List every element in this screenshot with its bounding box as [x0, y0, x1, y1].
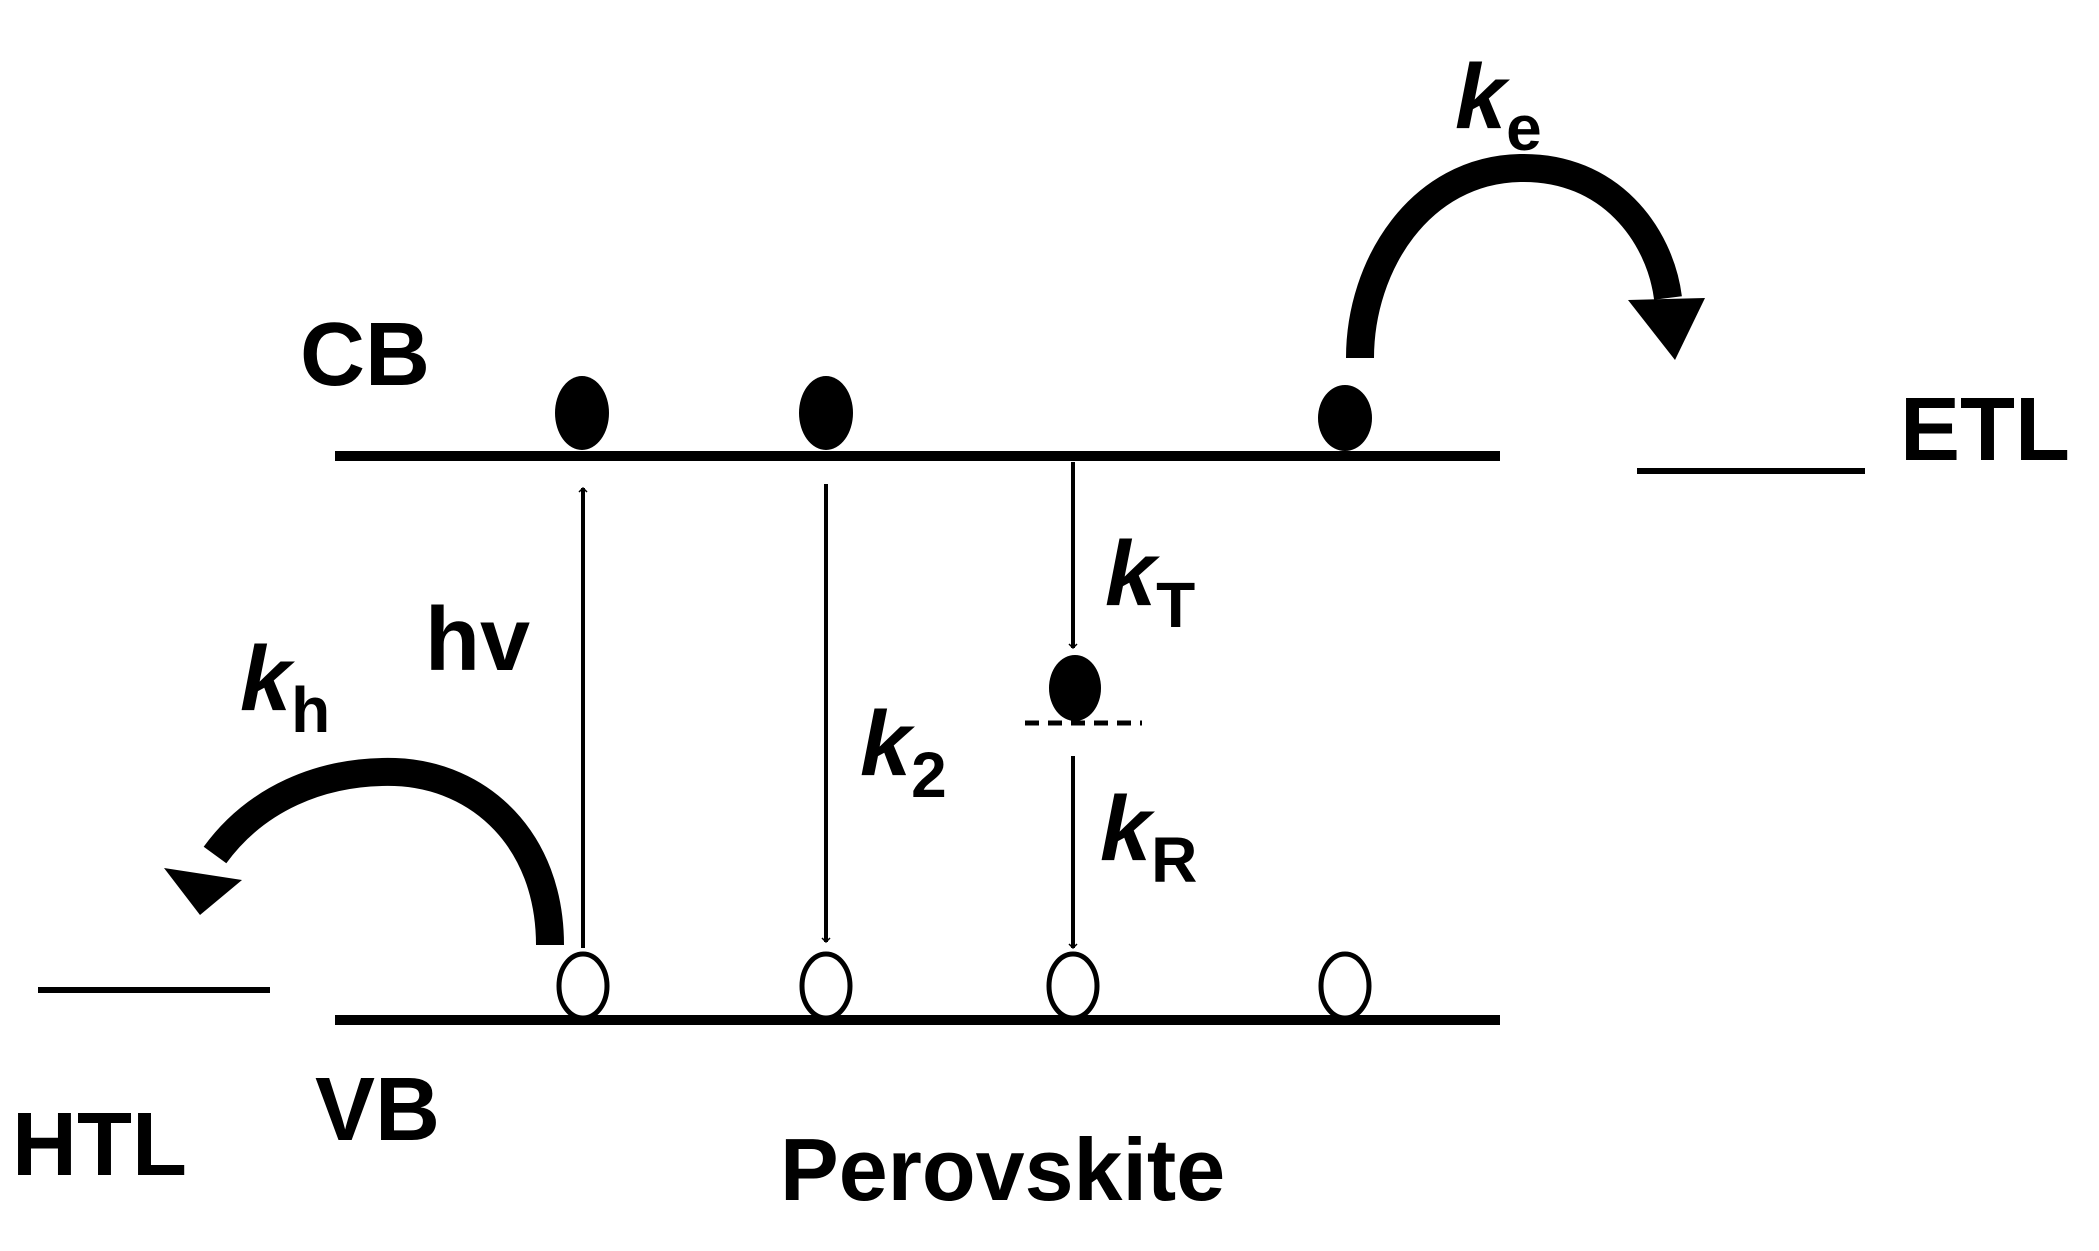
ke-label: ke [1455, 46, 1542, 164]
hv-label: hv [425, 590, 530, 690]
k2-sub: 2 [911, 739, 947, 811]
kt-label: kT [1105, 523, 1195, 641]
k2-k: k [860, 693, 915, 795]
kh-k: k [240, 628, 295, 730]
cb-label: CB [300, 305, 430, 405]
kr-k: k [1100, 778, 1155, 880]
electron-1 [555, 376, 609, 450]
kh-transfer-arrow [203, 757, 564, 946]
kt-k: k [1105, 523, 1160, 625]
kh-sub: h [291, 674, 330, 746]
ke-k: k [1455, 46, 1510, 148]
hole-3 [1046, 951, 1100, 1021]
hole-2 [799, 951, 853, 1021]
vb-label: VB [315, 1060, 440, 1160]
electron-2 [799, 376, 853, 450]
hole-4 [1318, 951, 1372, 1021]
trapped-electron [1049, 655, 1101, 721]
electron-3 [1318, 385, 1372, 451]
perovskite-label: Perovskite [780, 1120, 1225, 1219]
htl-label: HTL [12, 1095, 187, 1195]
k2-label: k2 [860, 693, 947, 811]
kr-label: kR [1100, 778, 1197, 896]
etl-label: ETL [1900, 380, 2070, 480]
hole-1 [556, 951, 610, 1021]
kh-arrow-head [164, 868, 242, 915]
ke-sub: e [1506, 92, 1542, 164]
kh-label: kh [240, 628, 330, 746]
ke-transfer-arrow [1346, 153, 1682, 359]
kt-sub: T [1156, 569, 1195, 641]
ke-arrow-head [1628, 298, 1705, 360]
kr-sub: R [1151, 824, 1197, 896]
